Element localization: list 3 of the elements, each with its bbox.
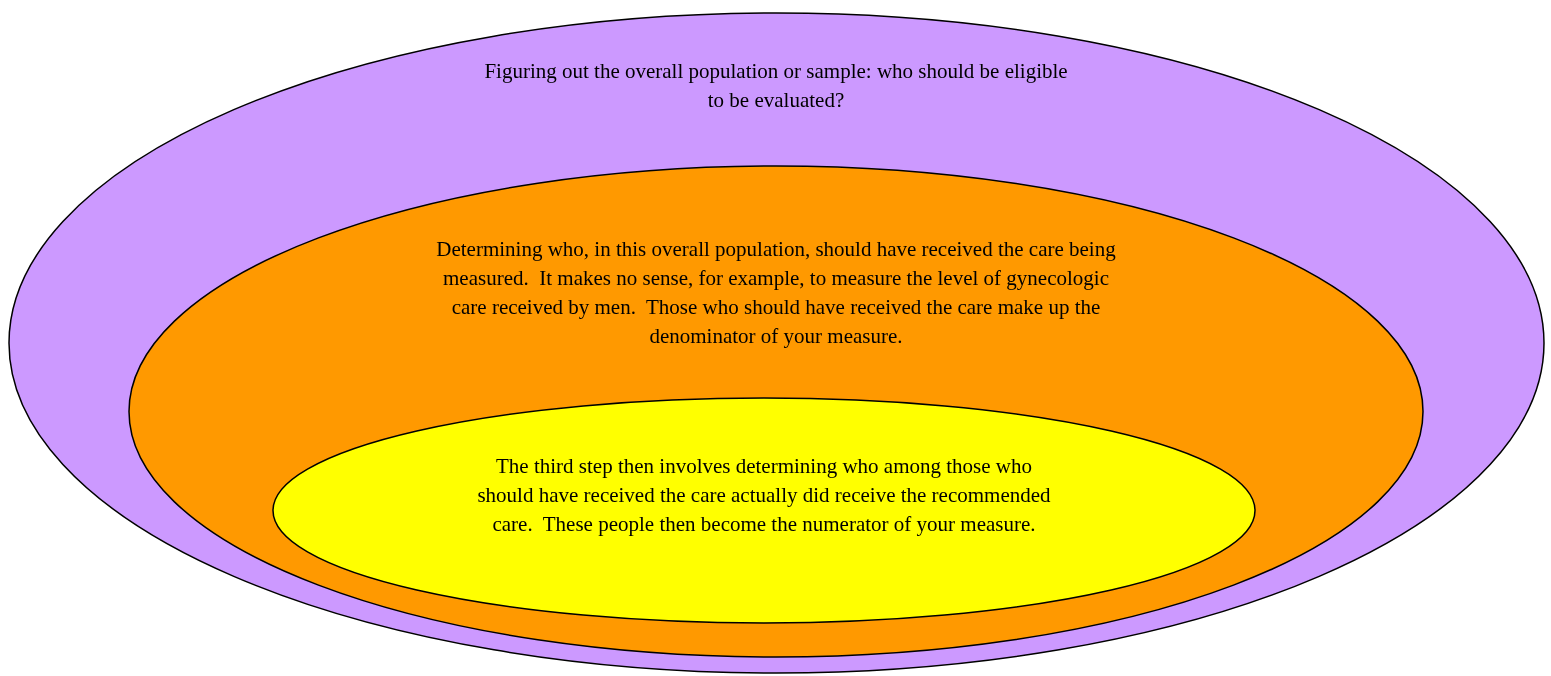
description-text: Figuring out the overall population or sample: who should be eligible to be evaluated? [483,58,1069,114]
description-text: The third step then involves determining who among those who should have received the care actually did receive the recommended care. These people then become the numerator of your measure. [476,453,1052,538]
description-text: Determining who, in this overall population, should have received the care being measured. It makes no sense, for example, to measure the level of gynecologic care received by men. Those who should have received the care make up the denominator of your measure. [435,236,1117,350]
